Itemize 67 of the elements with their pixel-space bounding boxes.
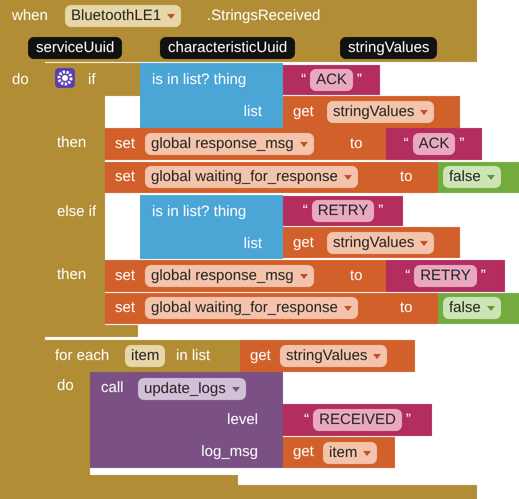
block-label: for each — [55, 347, 110, 365]
block-label: then — [57, 134, 86, 152]
block-label: then — [57, 266, 86, 284]
quote-mark: ” — [480, 267, 486, 285]
quote-mark: “ — [405, 267, 410, 285]
block-label: is in list? thing — [152, 71, 246, 89]
block-label: level — [227, 411, 258, 429]
block-label: get — [293, 103, 314, 121]
block-label: is in list? thing — [152, 203, 246, 221]
block-label: get — [293, 234, 314, 252]
text-field: RECEIVED — [313, 409, 402, 431]
block-label: to — [400, 168, 413, 186]
dropdown-field: false — [443, 166, 501, 188]
block-label: to — [400, 299, 413, 317]
block-label: log_msg — [201, 443, 258, 461]
block-label: set — [115, 135, 136, 153]
quote-mark: “ — [301, 71, 306, 89]
dropdown-field: global waiting_for_response — [145, 297, 358, 319]
parameter-chip: serviceUuid — [28, 37, 122, 59]
block-label: do — [12, 71, 29, 89]
dropdown-field: item — [323, 442, 378, 464]
quote-mark: “ — [404, 135, 409, 153]
text-block — [386, 128, 482, 160]
dropdown-field: false — [443, 297, 501, 319]
dropdown-field: global waiting_for_response — [145, 166, 358, 188]
dropdown-field: global response_msg — [145, 133, 314, 155]
block-label: get — [250, 347, 271, 365]
text-field: RETRY — [312, 200, 374, 222]
parameter-chip: characteristicUuid — [160, 37, 296, 59]
dropdown-field: update_logs — [138, 378, 246, 400]
block-label: else if — [57, 203, 96, 221]
block-label: if — [88, 71, 96, 89]
block-label: when — [12, 7, 48, 25]
text-block — [283, 404, 432, 436]
quote-mark: “ — [302, 202, 308, 220]
block-label: do — [57, 377, 74, 395]
block-label: set — [115, 168, 136, 186]
block-label: get — [293, 443, 314, 461]
text-field: RETRY — [414, 265, 477, 287]
block-label: to — [350, 267, 363, 285]
dropdown-field: BluetoothLE1 — [65, 5, 182, 27]
block-label: set — [115, 299, 136, 317]
dropdown-field: global response_msg — [145, 265, 314, 287]
dropdown-field: stringValues — [327, 232, 434, 254]
quote-mark: ” — [459, 135, 464, 153]
quote-mark: ” — [406, 411, 411, 429]
variable-name-field: item — [125, 345, 166, 367]
text-field: ACK — [310, 69, 353, 91]
dropdown-field: stringValues — [280, 345, 388, 367]
quote-mark: ” — [356, 71, 362, 89]
text-block — [386, 260, 505, 292]
block-label: call — [101, 379, 124, 397]
block-label: list — [244, 103, 262, 121]
block-label: list — [244, 235, 262, 253]
block-label: set — [115, 267, 136, 285]
logic-block — [438, 293, 519, 324]
block-label: in list — [176, 347, 210, 365]
quote-mark: “ — [304, 411, 310, 429]
text-block — [283, 65, 380, 95]
quote-mark: ” — [378, 202, 384, 220]
text-block — [283, 196, 403, 226]
logic-block — [438, 162, 519, 193]
text-field: ACK — [412, 133, 456, 155]
dropdown-field: stringValues — [327, 101, 434, 123]
parameter-chip: stringValues — [340, 37, 438, 59]
block-label: .StringsReceived — [207, 7, 320, 25]
block-label: to — [350, 135, 363, 153]
